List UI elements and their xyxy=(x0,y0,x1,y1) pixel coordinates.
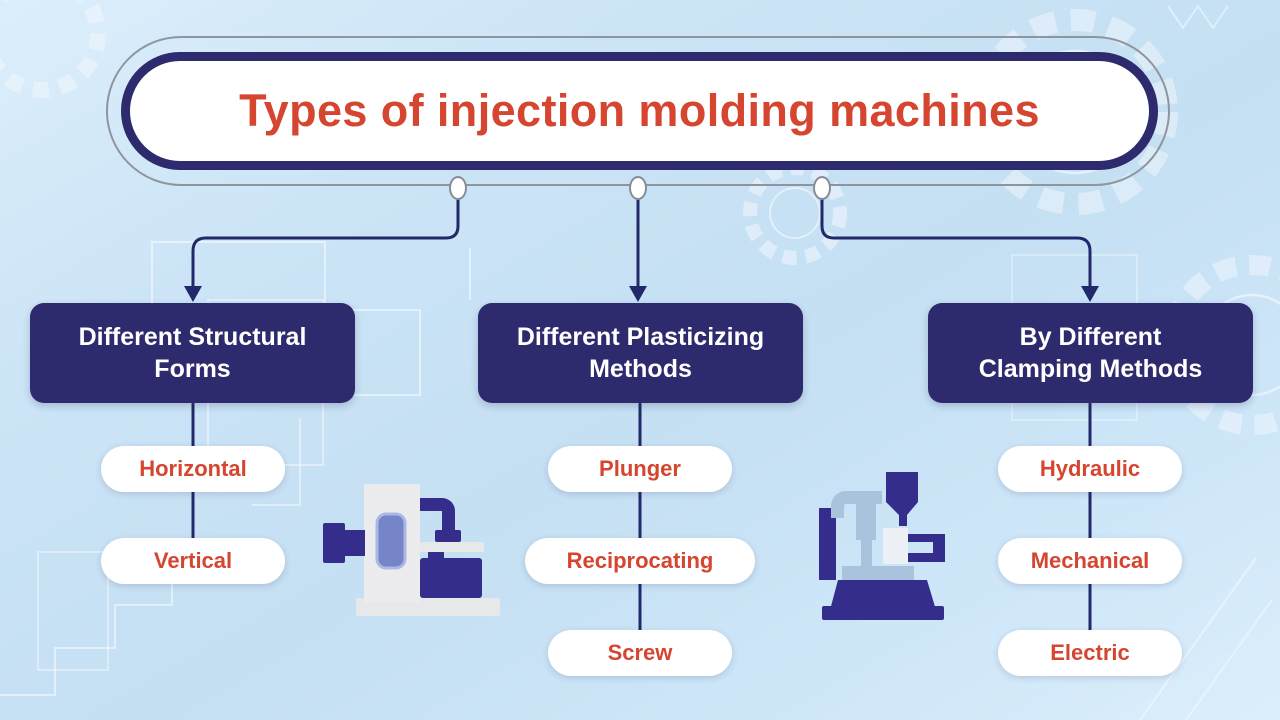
category-label-line: Different Structural xyxy=(78,322,307,351)
pill-vertical: Vertical xyxy=(101,538,285,584)
category-label-line: Clamping Methods xyxy=(978,355,1203,383)
connector-path xyxy=(191,197,460,289)
arrowhead-icon xyxy=(184,286,202,302)
vertical-machine-icon xyxy=(819,472,945,620)
pill-plunger: Plunger xyxy=(548,446,732,492)
category-box-plasticizing-methods: Different Plasticizing Methods xyxy=(478,303,803,403)
category-label-line: Methods xyxy=(589,355,692,383)
category-label-line: Forms xyxy=(154,355,231,383)
pill-screw: Screw xyxy=(548,630,732,676)
title-banner: Types of injection molding machines xyxy=(121,52,1158,170)
arrowhead-icon xyxy=(629,286,647,302)
gear-icon xyxy=(0,0,106,98)
pill-label: Plunger xyxy=(599,456,681,481)
pill-label: Reciprocating xyxy=(566,548,714,573)
connector-node xyxy=(449,176,467,200)
connector-node xyxy=(813,176,831,200)
pill-electric: Electric xyxy=(998,630,1182,676)
pill-label: Hydraulic xyxy=(1039,456,1141,481)
arrowhead-icon xyxy=(1081,286,1099,302)
pill-hydraulic: Hydraulic xyxy=(998,446,1182,492)
pill-horizontal: Horizontal xyxy=(101,446,285,492)
pill-reciprocating: Reciprocating xyxy=(525,538,755,584)
category-box-clamping-methods: By Different Clamping Methods xyxy=(928,303,1253,403)
machine-parts xyxy=(819,472,945,620)
pill-mechanical: Mechanical xyxy=(998,538,1182,584)
category-label-line: By Different xyxy=(1019,322,1162,351)
category-label-line: Different Plasticizing xyxy=(516,322,765,351)
connector-node xyxy=(629,176,647,200)
pill-label: Horizontal xyxy=(139,456,247,481)
connector-path xyxy=(820,197,1092,289)
pill-label: Electric xyxy=(1050,640,1130,665)
machine-parts xyxy=(323,484,500,616)
horizontal-machine-icon xyxy=(323,484,500,616)
pill-label: Vertical xyxy=(153,548,233,573)
pill-label: Mechanical xyxy=(1030,548,1150,573)
pill-label: Screw xyxy=(607,640,673,665)
page-title: Types of injection molding machines xyxy=(239,85,1040,136)
category-box-structural-forms: Different Structural Forms xyxy=(30,303,355,403)
